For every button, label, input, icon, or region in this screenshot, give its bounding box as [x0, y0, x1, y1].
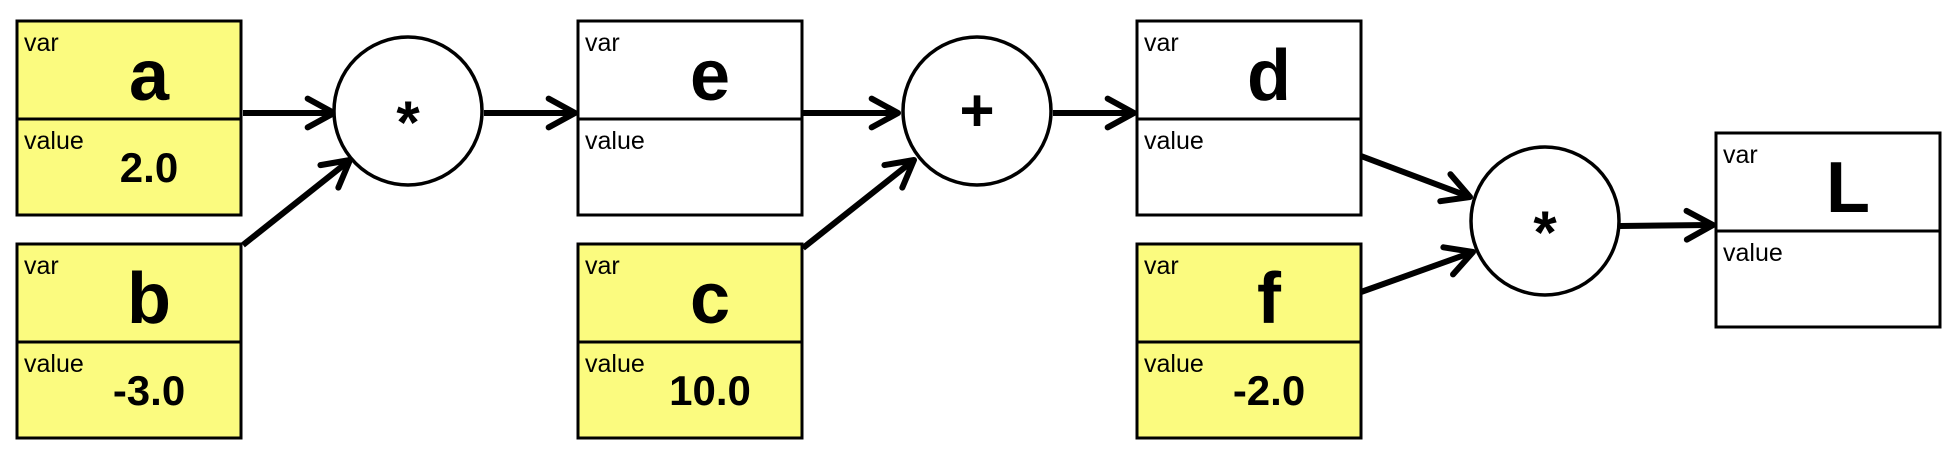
- variable-value: -2.0: [1233, 367, 1305, 414]
- value-label: value: [24, 127, 84, 155]
- arrowhead: [317, 157, 353, 191]
- edge-op3-to-L: [1619, 207, 1716, 243]
- operation-node-op3: *: [1469, 145, 1621, 297]
- arrowhead: [1104, 95, 1137, 131]
- operation-circle: [1469, 145, 1621, 297]
- var-label: var: [585, 252, 620, 280]
- edge-f-to-op3: [1359, 244, 1476, 295]
- edges-layer: [241, 95, 1716, 295]
- arrowhead: [881, 157, 917, 191]
- operation-symbol: *: [1533, 199, 1557, 266]
- value-label: value: [24, 350, 84, 378]
- edge-e-to-op2: [802, 95, 901, 131]
- var-label: var: [1144, 252, 1179, 280]
- variable-value: -3.0: [113, 367, 185, 414]
- variable-box-f: var f value -2.0: [1135, 242, 1363, 440]
- edge-d-to-op3: [1359, 153, 1473, 205]
- value-label: value: [1144, 350, 1204, 378]
- operation-node-op1: *: [332, 35, 484, 187]
- variable-name: c: [690, 259, 730, 339]
- arrowhead: [868, 95, 901, 131]
- edge-line: [1359, 153, 1468, 199]
- edge-line: [1619, 222, 1710, 229]
- variable-box-a: var a value 2.0: [15, 19, 243, 217]
- var-label: var: [1144, 29, 1179, 57]
- edge-line: [241, 160, 349, 248]
- operation-circle: [901, 35, 1053, 187]
- variable-box-e: var e value: [576, 19, 804, 217]
- variable-value: 2.0: [120, 144, 178, 191]
- variable-box-d: var d value: [1135, 19, 1363, 217]
- operation-node-op2: +: [901, 35, 1053, 187]
- value-label: value: [1723, 239, 1783, 267]
- var-label: var: [24, 252, 59, 280]
- variable-name: L: [1826, 148, 1870, 228]
- var-label: var: [1723, 141, 1758, 169]
- operations-layer: * + *: [332, 35, 1621, 297]
- value-label: value: [585, 127, 645, 155]
- variable-box-c: var c value 10.0: [576, 242, 804, 440]
- var-label: var: [24, 29, 59, 57]
- variable-name: e: [690, 36, 730, 116]
- edge-a-to-op1: [243, 95, 337, 131]
- variable-name: d: [1247, 36, 1291, 116]
- variable-value: 10.0: [669, 367, 751, 414]
- variable-name: a: [129, 36, 170, 116]
- operation-symbol: *: [396, 89, 420, 156]
- operation-symbol: +: [959, 77, 994, 144]
- variable-box-b: var b value -3.0: [15, 242, 243, 440]
- value-label: value: [585, 350, 645, 378]
- operation-circle: [332, 35, 484, 187]
- edge-c-to-op2: [801, 157, 917, 251]
- arrowhead: [1440, 244, 1476, 278]
- var-label: var: [585, 29, 620, 57]
- edge-line: [801, 160, 913, 251]
- value-label: value: [1144, 127, 1204, 155]
- variable-name: f: [1257, 259, 1282, 339]
- edge-op2-to-d: [1053, 95, 1137, 131]
- arrowhead: [545, 95, 578, 131]
- edge-b-to-op1: [241, 157, 353, 248]
- arrowhead: [1437, 171, 1473, 205]
- edge-op1-to-e: [484, 95, 578, 131]
- variable-name: b: [127, 259, 171, 339]
- edge-line: [1359, 250, 1471, 295]
- arrowhead: [1683, 207, 1716, 243]
